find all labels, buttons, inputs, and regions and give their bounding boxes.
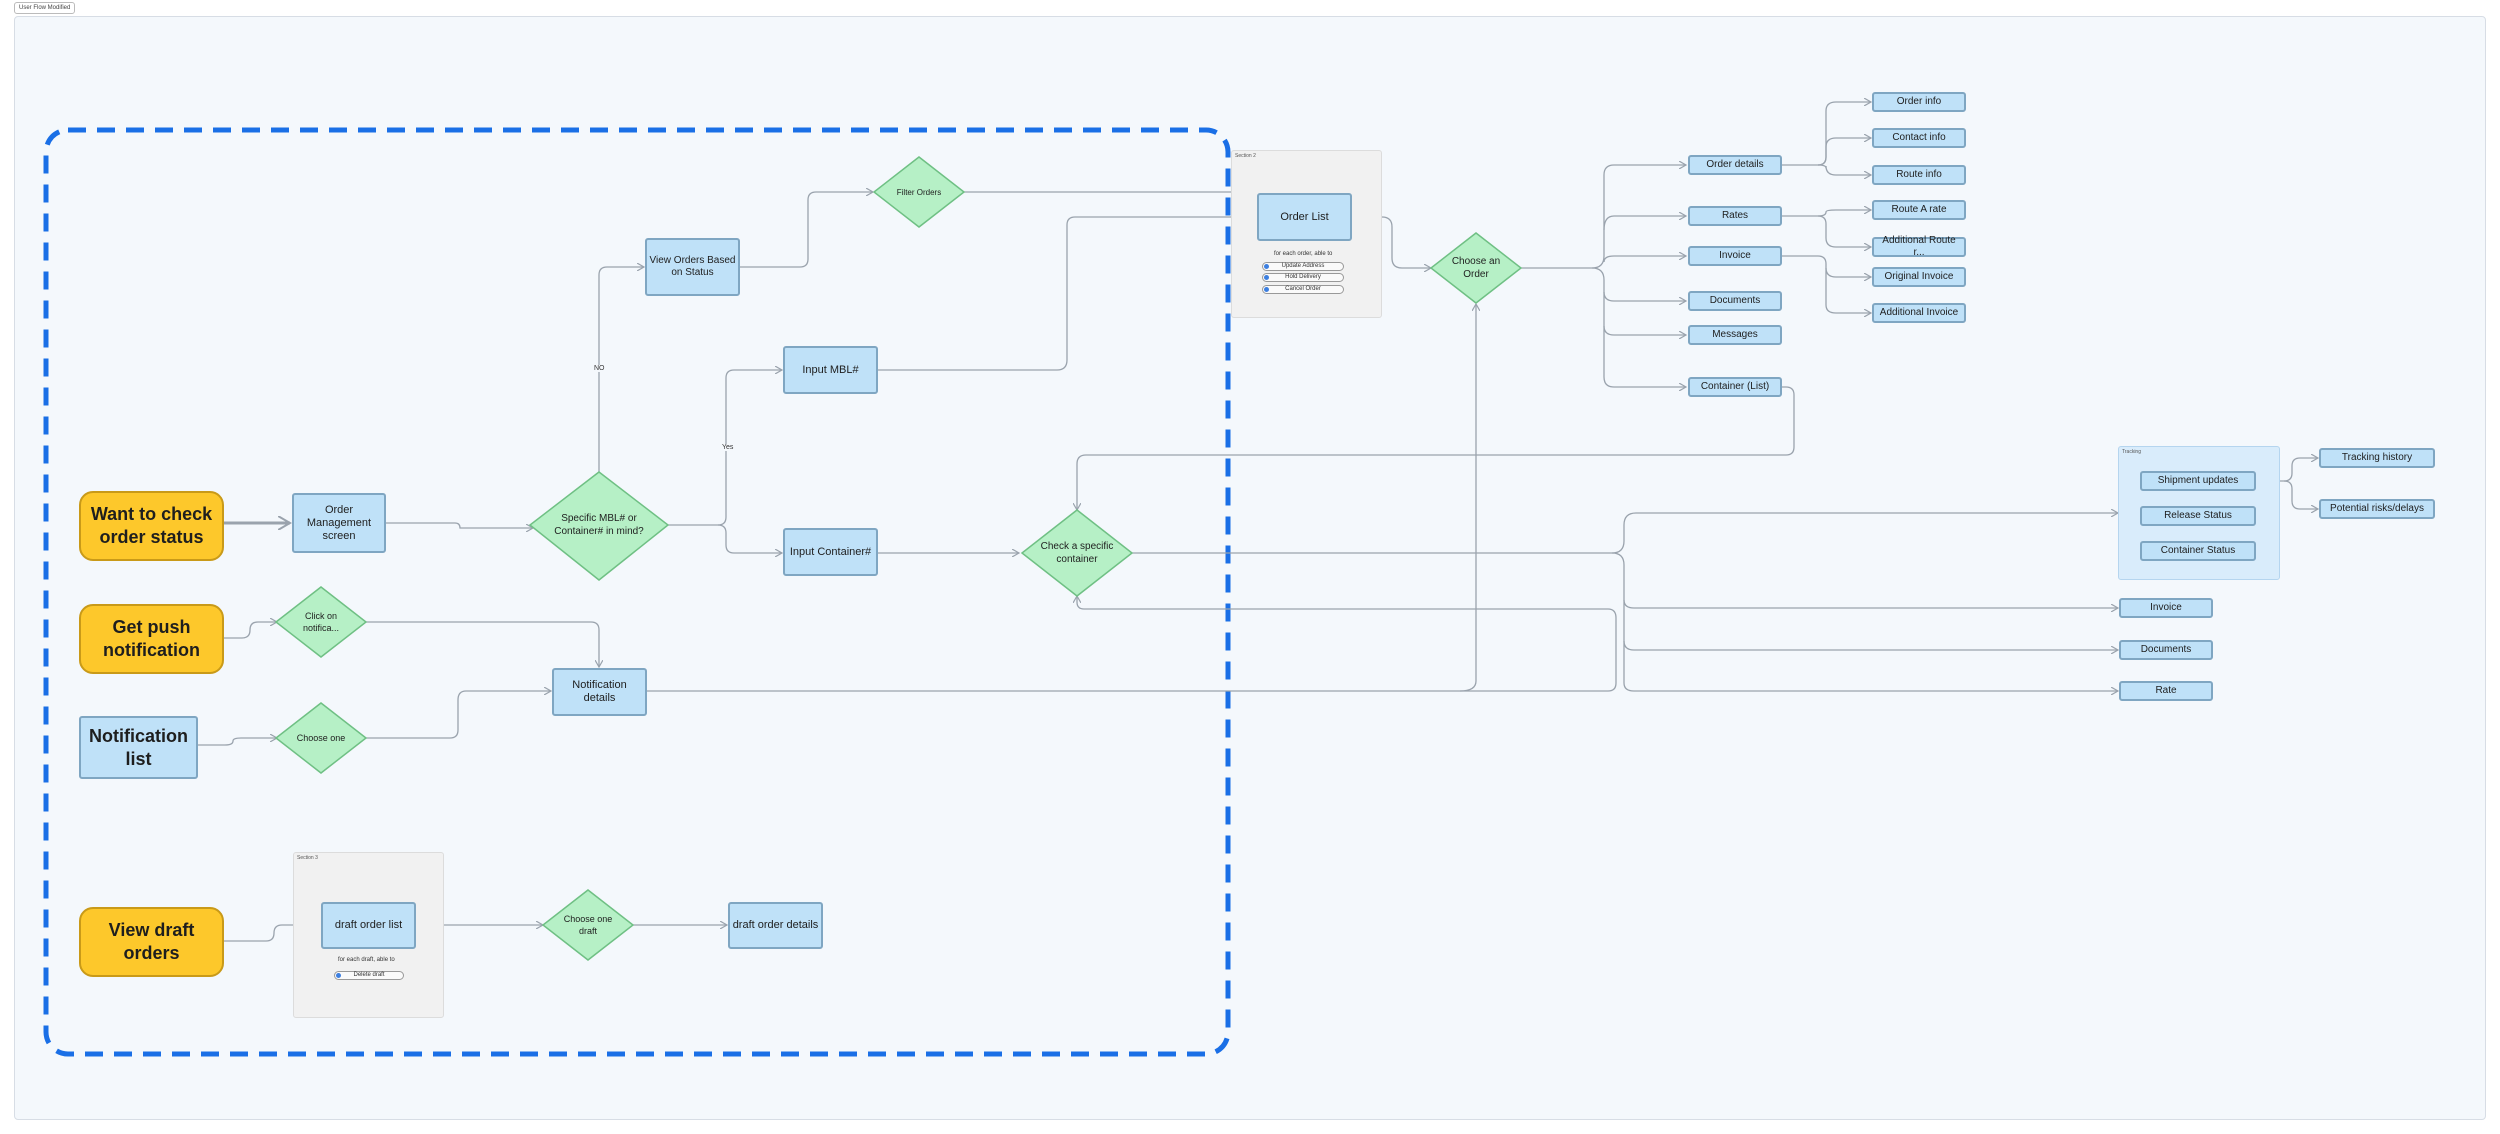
- container-list[interactable]: Container (List): [1688, 377, 1782, 397]
- edge-invoice-additional: [1825, 268, 1871, 313]
- start-push-notification[interactable]: Get push notification: [79, 604, 224, 674]
- input-mbl[interactable]: Input MBL#: [783, 346, 878, 394]
- order-details[interactable]: Order details: [1688, 155, 1782, 175]
- edge-label-no: NO: [593, 365, 606, 372]
- decision-check-container-label: Check a specific container: [1040, 541, 1114, 565]
- edge-to-invoice: [1603, 256, 1686, 263]
- edge-to-messages: [1603, 292, 1686, 335]
- documents[interactable]: Documents: [1688, 291, 1782, 311]
- tracking-history[interactable]: Tracking history: [2319, 448, 2435, 468]
- edge-orderlist-choose: [1352, 216, 1431, 268]
- decision-click-notification-label: Click on notifica...: [302, 611, 340, 633]
- view-orders-based-on-status[interactable]: View Orders Based on Status: [645, 238, 740, 296]
- contact-info[interactable]: Contact info: [1872, 128, 1966, 148]
- edge-od-route: [1817, 164, 1871, 175]
- section-label: Tracking: [2122, 449, 2141, 455]
- dashed-group-border: [43, 127, 1231, 1057]
- decision-choose-draft-label: Choose one draft: [563, 914, 613, 936]
- decision-specific-mbl: [528, 471, 670, 581]
- decision-choose-one-label: Choose one: [296, 733, 346, 743]
- decision-choose-draft: [541, 889, 635, 961]
- decision-filter-orders-label: Filter Orders: [896, 187, 942, 197]
- edge-mbl-orderlist: [878, 217, 1255, 371]
- edge-to-container-list: [1603, 326, 1686, 387]
- invoice[interactable]: Invoice: [1688, 246, 1782, 266]
- edge-invoice-original: [1782, 255, 1871, 277]
- delete-draft-label: Delete draft: [353, 972, 385, 978]
- edge-shipment-history: [2256, 458, 2318, 482]
- decision-choose-order: [1429, 232, 1523, 304]
- order-actions-note: for each order, able to: [1274, 251, 1333, 257]
- route-info[interactable]: Route info: [1872, 165, 1966, 185]
- update-address-label: Update Address: [1281, 263, 1325, 269]
- edge-details-choose-order: [1459, 304, 1476, 692]
- notification-details[interactable]: Notification details: [552, 668, 647, 716]
- order-info[interactable]: Order info: [1872, 92, 1966, 112]
- edge-list-choose: [198, 738, 277, 746]
- edge-choose-details: [366, 691, 551, 739]
- edge-choose-branches: [1521, 165, 1686, 269]
- edge-click-details: [366, 621, 599, 667]
- radio-icon: [1264, 275, 1269, 280]
- draft-actions-note: for each draft, able to: [338, 957, 395, 963]
- route-a-rate[interactable]: Route A rate: [1872, 200, 1966, 220]
- cancel-order-button[interactable]: Cancel Order: [1262, 285, 1344, 294]
- edge-order-mgmt-decision: [386, 522, 533, 528]
- container-invoice[interactable]: Invoice: [2119, 598, 2213, 618]
- additional-route-rate[interactable]: Additional Route r...: [1872, 235, 1966, 258]
- edge-od-contact: [1817, 138, 1871, 166]
- order-management-screen[interactable]: Order Management screen: [292, 493, 386, 553]
- draft-order-list[interactable]: draft order list: [321, 902, 416, 949]
- container-documents[interactable]: Documents: [2119, 640, 2213, 660]
- container-rate[interactable]: Rate: [2119, 681, 2213, 701]
- decision-choose-one: [274, 702, 368, 774]
- start-check-order-status[interactable]: Want to check order status: [79, 491, 224, 561]
- edge-check-rate: [1623, 641, 2118, 691]
- frame-title: User Flow Modified: [14, 2, 76, 14]
- decision-choose-order-label: Choose an Order: [1451, 256, 1501, 280]
- container-status[interactable]: Container Status: [2140, 541, 2256, 561]
- start-view-draft-orders[interactable]: View draft orders: [79, 907, 224, 977]
- cancel-order-label: Cancel Order: [1285, 286, 1321, 292]
- original-invoice[interactable]: Original Invoice: [1872, 267, 1966, 287]
- delete-draft-button[interactable]: Delete draft: [334, 971, 404, 980]
- edge-label-yes: Yes: [721, 444, 735, 451]
- edge-yes-container: [717, 524, 782, 553]
- section-label: Section 3: [297, 855, 318, 861]
- edge-check-tracking: [1130, 513, 2118, 554]
- edge-view-filter: [740, 192, 873, 268]
- edge-check-invoice: [1611, 552, 2118, 608]
- additional-invoice[interactable]: Additional Invoice: [1872, 303, 1966, 323]
- radio-icon: [336, 973, 341, 978]
- edge-draft-list: [224, 925, 320, 942]
- rates[interactable]: Rates: [1688, 206, 1782, 226]
- start-notification-list[interactable]: Notification list: [79, 716, 198, 779]
- draft-order-details[interactable]: draft order details: [728, 902, 823, 949]
- radio-icon: [1264, 264, 1269, 269]
- update-address-button[interactable]: Update Address: [1262, 262, 1344, 271]
- release-status[interactable]: Release Status: [2140, 506, 2256, 526]
- edge-container-list-loop: [1077, 386, 1795, 510]
- edge-shipment-risks: [2283, 480, 2318, 509]
- decision-filter-orders: [872, 156, 966, 228]
- edge-no-branch: [598, 267, 644, 472]
- input-container[interactable]: Input Container#: [783, 528, 878, 576]
- decision-check-container: [1020, 509, 1134, 597]
- hold-delivery-label: Hold Delivery: [1285, 274, 1321, 280]
- section-label: Section 2: [1235, 153, 1256, 159]
- potential-risks-delays[interactable]: Potential risks/delays: [2319, 499, 2435, 519]
- edge-rates-additional: [1817, 215, 1871, 247]
- messages[interactable]: Messages: [1688, 325, 1782, 345]
- order-list[interactable]: Order List: [1257, 193, 1352, 241]
- radio-icon: [1264, 287, 1269, 292]
- edge-to-rates: [1603, 216, 1686, 231]
- edge-rates-routea: [1782, 210, 1871, 217]
- edge-push-click: [224, 622, 277, 639]
- edge-details-out: [647, 596, 1617, 692]
- decision-specific-mbl-label: Specific MBL# or Container# in mind?: [554, 513, 644, 537]
- hold-delivery-button[interactable]: Hold Delivery: [1262, 273, 1344, 282]
- shipment-updates[interactable]: Shipment updates: [2140, 471, 2256, 491]
- edge-to-documents: [1591, 267, 1686, 301]
- decision-click-notification: [274, 586, 368, 658]
